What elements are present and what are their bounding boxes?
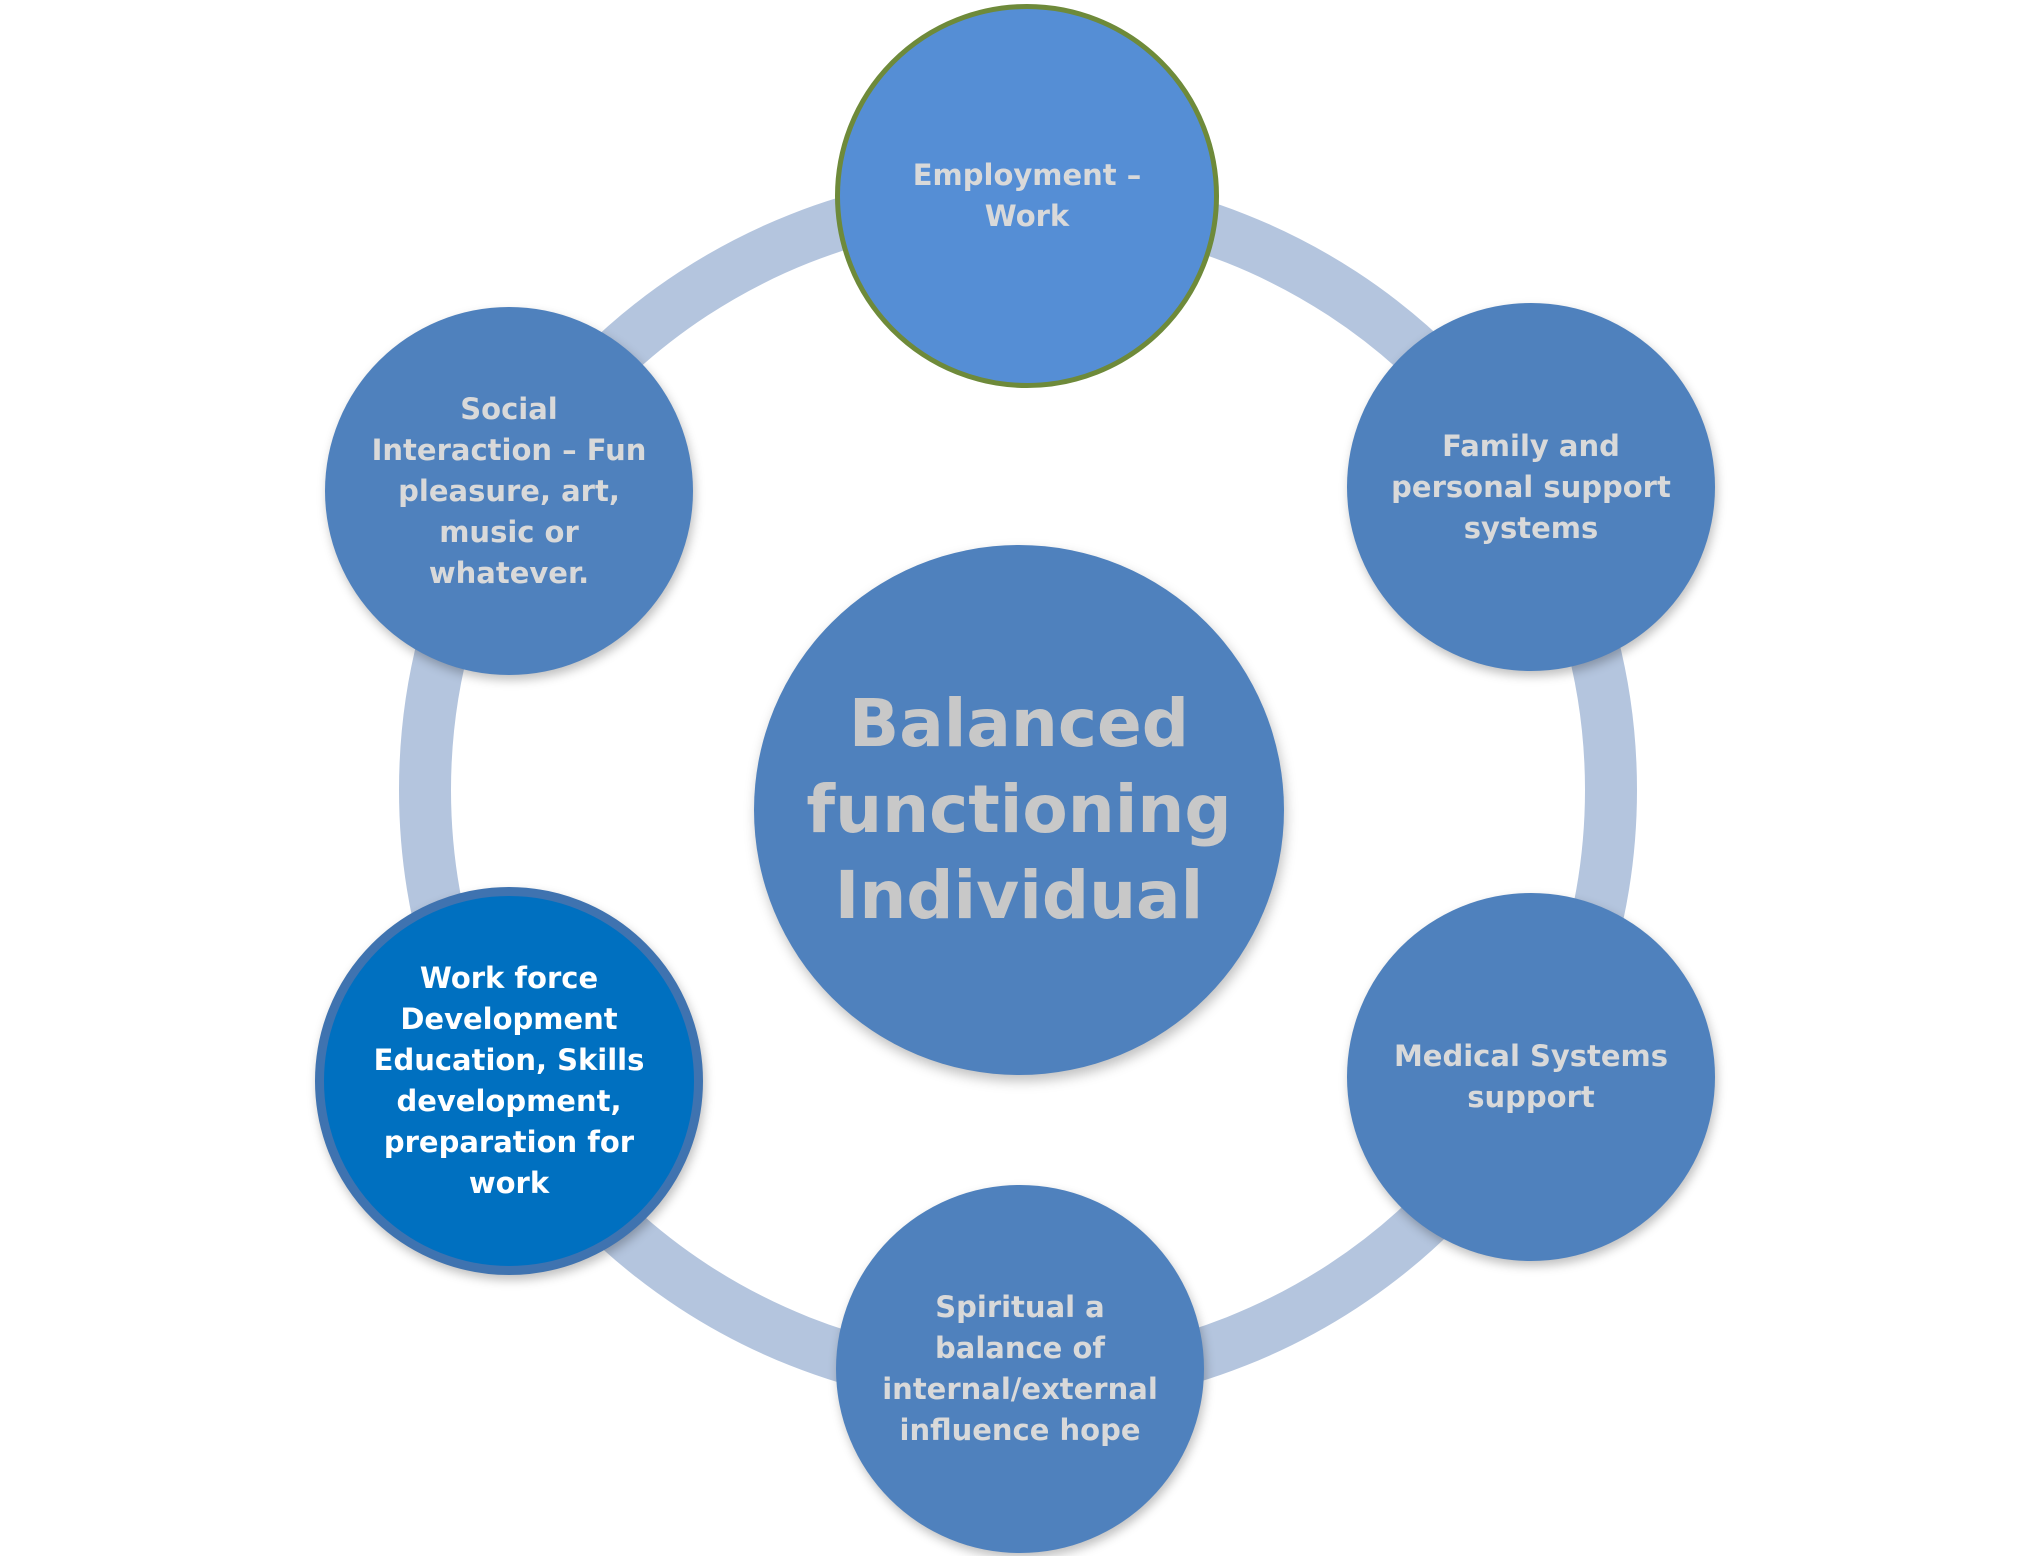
node-medical-systems: Medical Systems support <box>1347 893 1715 1261</box>
social-interaction-label: Social Interaction – Fun pleasure, art, … <box>371 391 647 590</box>
node-family-support: Family and personal support systems <box>1347 303 1715 671</box>
medical-systems-label: Medical Systems support <box>1393 1039 1669 1114</box>
node-employment: Employment – Work <box>835 4 1219 388</box>
family-support-label: Family and personal support systems <box>1391 428 1671 545</box>
node-workforce-development: Work force Development Education, Skills… <box>315 887 703 1275</box>
workforce-development-label: Work force Development Education, Skills… <box>373 961 645 1200</box>
employment-label: Employment – Work <box>912 158 1142 233</box>
center-label: Balanced functioning Individual <box>806 685 1232 934</box>
node-spiritual: Spiritual a balance of internal/external… <box>836 1185 1204 1553</box>
node-social-interaction: Social Interaction – Fun pleasure, art, … <box>325 307 693 675</box>
node-center: Balanced functioning Individual <box>754 545 1284 1075</box>
spiritual-label: Spiritual a balance of internal/external… <box>882 1290 1158 1447</box>
